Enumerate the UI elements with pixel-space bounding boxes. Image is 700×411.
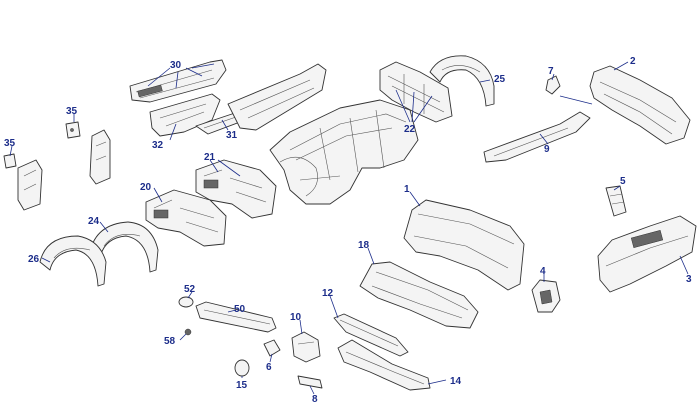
callout-30: 30 bbox=[170, 60, 182, 71]
callout-9: 9 bbox=[544, 144, 550, 155]
body-shell-assembly bbox=[227, 63, 419, 205]
leader-lines bbox=[9, 61, 689, 395]
callout-2: 2 bbox=[630, 56, 636, 67]
part-7-clip bbox=[545, 75, 561, 95]
callout-4: 4 bbox=[540, 266, 546, 277]
callout-50: 50 bbox=[234, 304, 246, 315]
callout-58: 58 bbox=[164, 336, 176, 347]
callout-31: 31 bbox=[226, 130, 238, 141]
part-5-bracket bbox=[605, 185, 627, 217]
part-4-mount-bracket bbox=[531, 279, 561, 313]
callout-3: 3 bbox=[686, 274, 692, 285]
callout-35-left: 35 bbox=[4, 138, 16, 149]
callout-25: 25 bbox=[494, 74, 506, 85]
callout-32: 32 bbox=[152, 140, 164, 151]
part-10-corner-bracket bbox=[291, 331, 321, 363]
callout-10: 10 bbox=[290, 312, 302, 323]
part-3-front-panel bbox=[597, 215, 697, 293]
callout-22: 22 bbox=[404, 124, 416, 135]
part-30-rear-cross-panel bbox=[129, 59, 227, 103]
part-12-sill-trim bbox=[333, 313, 409, 357]
callout-24: 24 bbox=[88, 216, 100, 227]
part-26-wheel-arch-liner bbox=[39, 235, 107, 287]
part-35-clip bbox=[3, 153, 17, 169]
callout-6: 6 bbox=[266, 362, 272, 373]
part-18-door-skin bbox=[359, 261, 479, 329]
callout-12: 12 bbox=[322, 288, 334, 299]
callout-5: 5 bbox=[620, 176, 626, 187]
part-25-rear-wheel-arch bbox=[429, 55, 495, 107]
part-14-lower-sill-panel bbox=[337, 339, 431, 391]
callout-labels: 30 32 31 35 35 21 20 24 26 22 25 2 7 9 1… bbox=[4, 56, 692, 405]
part-9-cross-rail bbox=[483, 111, 591, 163]
part-8-plate bbox=[297, 375, 323, 389]
part-15-plug bbox=[234, 359, 250, 377]
callout-18: 18 bbox=[358, 240, 370, 251]
callout-52: 52 bbox=[184, 284, 196, 295]
part-2-rear-deck-panel bbox=[589, 65, 691, 145]
part-52-round-cover bbox=[178, 296, 194, 308]
callout-8: 8 bbox=[312, 394, 318, 405]
part-1-front-fender bbox=[403, 199, 525, 291]
part-35-side-pillar bbox=[17, 159, 43, 211]
callout-15: 15 bbox=[236, 380, 248, 391]
callout-14: 14 bbox=[450, 376, 462, 387]
part-58-fastener bbox=[184, 328, 192, 336]
callout-1: 1 bbox=[404, 184, 410, 195]
part-24-wheel-arch-liner bbox=[89, 221, 159, 273]
callout-7: 7 bbox=[548, 66, 554, 77]
part-50-sill-strip bbox=[195, 301, 277, 333]
part-21-inner-arch-panel bbox=[195, 159, 277, 219]
part-6-grommet bbox=[263, 339, 281, 357]
part-20-inner-arch-panel bbox=[145, 189, 227, 247]
part-35-upright-post bbox=[89, 129, 111, 185]
callout-20: 20 bbox=[140, 182, 152, 193]
callout-35-upper: 35 bbox=[66, 106, 78, 117]
part-35-bracket-small bbox=[65, 121, 81, 139]
callout-21: 21 bbox=[204, 152, 216, 163]
callout-26: 26 bbox=[28, 254, 40, 265]
part-22-rear-inner-panel bbox=[379, 61, 453, 123]
